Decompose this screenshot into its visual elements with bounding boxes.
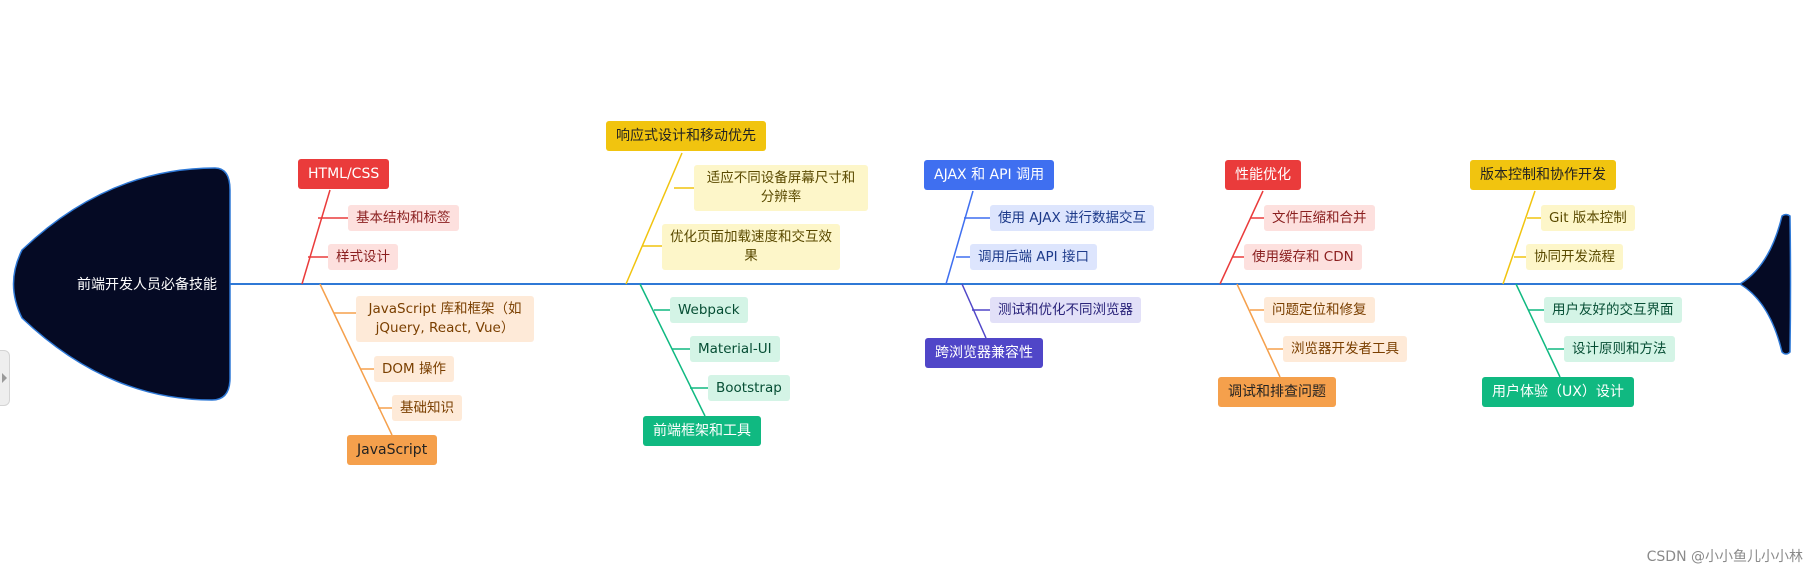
item-javascript-3[interactable]: 基础知识 — [392, 395, 462, 421]
item-performance-2[interactable]: 使用缓存和 CDN — [1244, 244, 1362, 270]
category-version[interactable]: 版本控制和协作开发 — [1470, 160, 1616, 190]
chevron-right-icon — [2, 373, 7, 383]
category-html-css[interactable]: HTML/CSS — [298, 159, 390, 189]
category-ux[interactable]: 用户体验（UX）设计 — [1482, 377, 1634, 407]
item-debug-1[interactable]: 问题定位和修复 — [1264, 297, 1375, 323]
bone-performance — [1219, 190, 1264, 285]
item-javascript-2[interactable]: DOM 操作 — [374, 356, 454, 382]
category-debug[interactable]: 调试和排查问题 — [1218, 377, 1336, 407]
bone-version — [1502, 190, 1536, 285]
item-responsive-2[interactable]: 优化页面加载速度和交互效果 — [662, 224, 840, 270]
item-ajax-1[interactable]: 使用 AJAX 进行数据交互 — [990, 205, 1155, 231]
bone-html-css — [301, 189, 331, 285]
item-javascript-1[interactable]: JavaScript 库和框架（如 jQuery, React, Vue） — [356, 296, 534, 342]
bone-debug — [1236, 283, 1281, 378]
item-ajax-2[interactable]: 调用后端 API 接口 — [970, 244, 1097, 270]
watermark: CSDN @小小鱼儿小小林 — [1646, 549, 1803, 565]
fish-tail-shape — [1738, 213, 1792, 355]
bone-responsive — [625, 152, 683, 285]
item-version-2[interactable]: 协同开发流程 — [1526, 244, 1623, 270]
item-ux-1[interactable]: 用户友好的交互界面 — [1544, 297, 1682, 323]
item-html-css-1[interactable]: 基本结构和标签 — [348, 205, 459, 231]
category-responsive[interactable]: 响应式设计和移动优先 — [606, 121, 766, 151]
item-compat-1[interactable]: 测试和优化不同浏览器 — [990, 297, 1141, 323]
item-responsive-1[interactable]: 适应不同设备屏幕尺寸和分辨率 — [694, 165, 868, 211]
item-ux-2[interactable]: 设计原则和方法 — [1564, 336, 1675, 362]
item-version-1[interactable]: Git 版本控制 — [1541, 205, 1635, 231]
category-performance[interactable]: 性能优化 — [1225, 160, 1301, 190]
bone-compat — [961, 283, 987, 339]
category-frameworks[interactable]: 前端框架和工具 — [643, 416, 761, 446]
category-ajax[interactable]: AJAX 和 API 调用 — [924, 160, 1055, 190]
side-panel-toggle[interactable] — [0, 350, 10, 406]
category-javascript[interactable]: JavaScript — [347, 435, 438, 465]
fish-head-shape — [12, 167, 231, 401]
item-html-css-2[interactable]: 样式设计 — [328, 244, 398, 270]
item-performance-1[interactable]: 文件压缩和合并 — [1264, 205, 1375, 231]
category-compat[interactable]: 跨浏览器兼容性 — [925, 338, 1043, 368]
bone-frameworks — [639, 283, 706, 417]
bone-ajax — [945, 190, 974, 285]
bone-ux — [1515, 283, 1561, 378]
item-debug-2[interactable]: 浏览器开发者工具 — [1283, 336, 1407, 362]
item-frameworks-2[interactable]: Material-UI — [690, 336, 780, 362]
item-frameworks-3[interactable]: Bootstrap — [708, 375, 790, 401]
item-frameworks-1[interactable]: Webpack — [670, 297, 748, 323]
diagram-title: 前端开发人员必备技能 — [77, 277, 217, 293]
bone-javascript — [319, 283, 393, 436]
